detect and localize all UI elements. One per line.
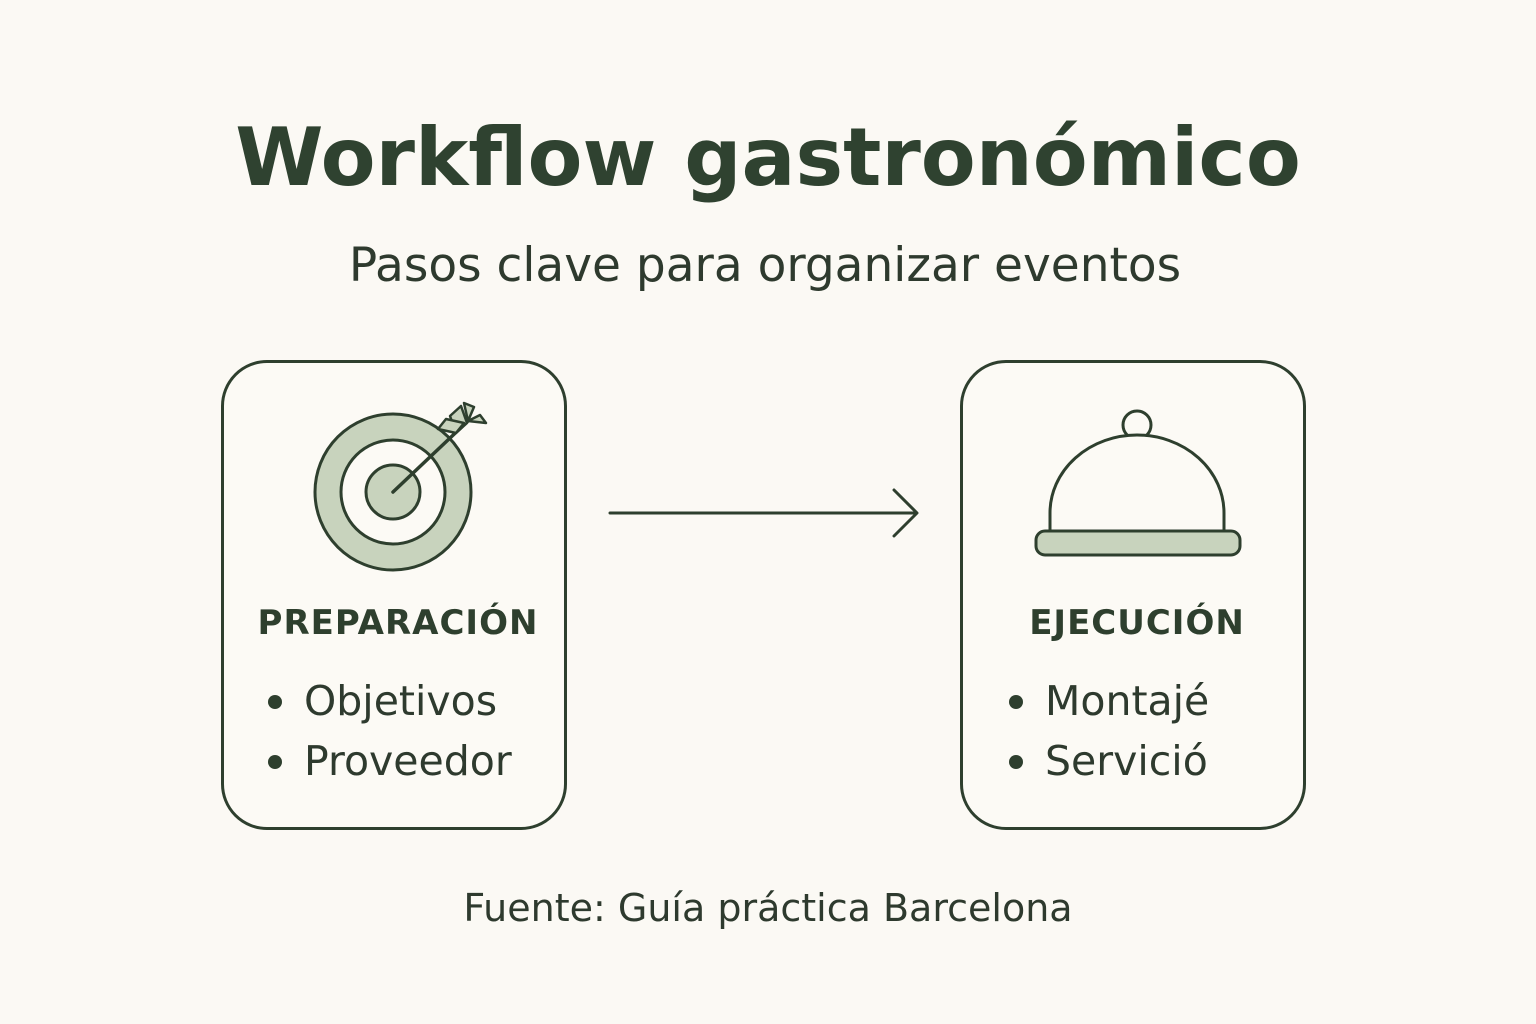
list-item: Montajé [1007, 671, 1209, 731]
list-item-label: Montajé [1045, 677, 1210, 725]
step-card-preparacion: PREPARACIÓN Objetivos Proveedor [221, 360, 567, 830]
list-item: Servició [1007, 731, 1209, 791]
step-item-list: Montajé Servició [1007, 671, 1209, 791]
page-title: Workflow gastronómico [235, 111, 1301, 204]
step-card-ejecucion: EJECUCIÓN Montajé Servició [960, 360, 1306, 830]
list-item: Objetivos [266, 671, 512, 731]
serving-cloche-icon [1034, 409, 1242, 557]
step-heading: PREPARACIÓN [257, 603, 539, 643]
source-caption: Fuente: Guía práctica Barcelona [463, 886, 1073, 930]
bullet-icon [268, 695, 282, 709]
list-item-label: Servició [1045, 737, 1208, 785]
bullet-icon [1009, 755, 1023, 769]
page-subtitle: Pasos clave para organizar eventos [348, 238, 1182, 293]
step-item-list: Objetivos Proveedor [266, 671, 512, 791]
bullet-icon [268, 755, 282, 769]
list-item-label: Objetivos [304, 677, 498, 725]
list-item: Proveedor [266, 731, 512, 791]
bullet-icon [1009, 695, 1023, 709]
arrow-right-icon [608, 488, 919, 538]
list-item-label: Proveedor [304, 737, 512, 785]
target-with-arrow-icon [313, 401, 488, 572]
step-heading: EJECUCIÓN [1029, 603, 1245, 643]
